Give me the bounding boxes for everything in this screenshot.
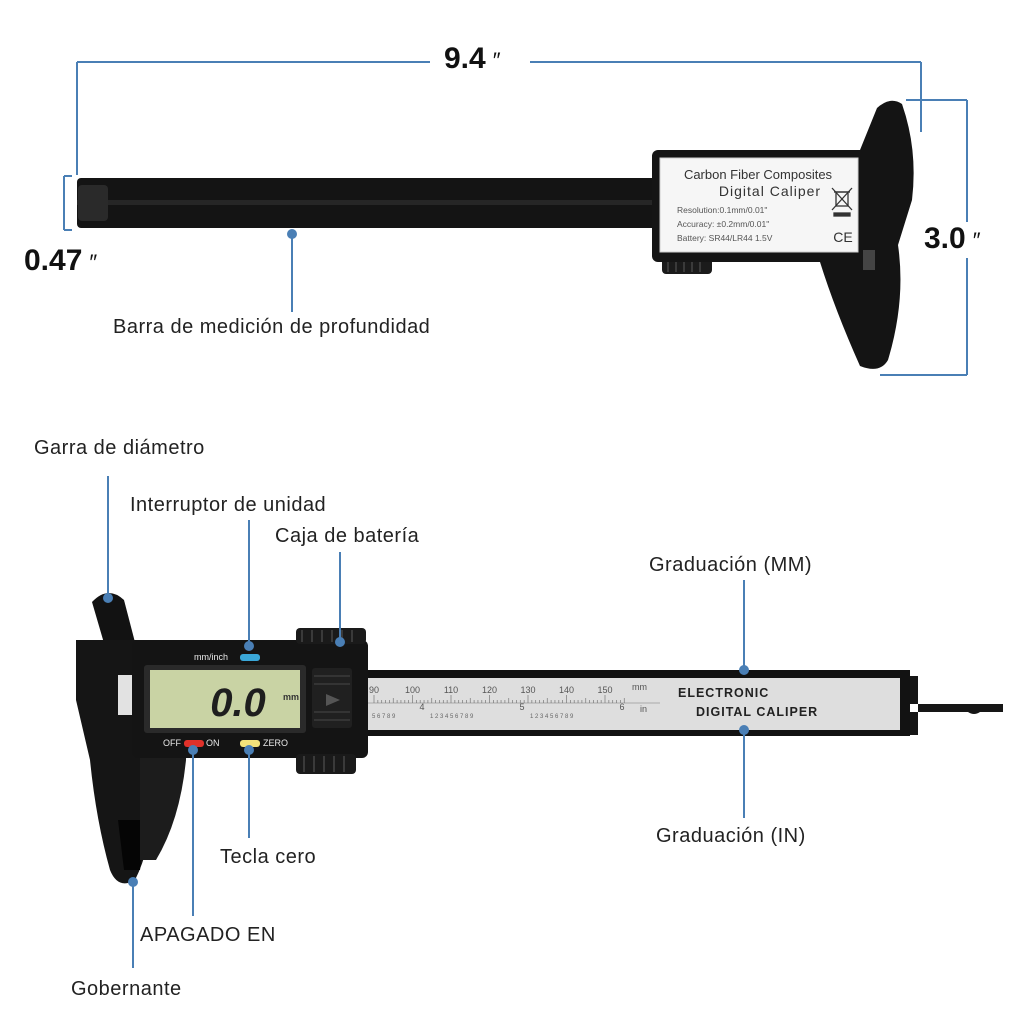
ce-mark: CE	[833, 229, 852, 245]
spec-battery: Battery: SR44/LR44 1.5V	[677, 233, 773, 243]
depth-width-bracket	[63, 175, 72, 231]
mm-tick-label: 120	[482, 685, 497, 695]
callout-lines	[107, 476, 745, 968]
mm-tick-label: 150	[597, 685, 612, 695]
in-tick-label: 5	[519, 702, 524, 712]
lcd-reading: 0.0	[210, 681, 266, 725]
in-unit-mark: in	[640, 704, 647, 714]
in-subdivision-digits: 1 2 3 4 5 6 7 8 9	[530, 714, 574, 720]
in-tick-marks: 4 5 6 5 6 7 8 9 1 2 3 4 5 6 7 8 9 1 2 3 4 5 6…	[372, 702, 625, 720]
callout-dots	[103, 593, 749, 887]
recycle-bin-icon	[831, 187, 853, 217]
callout-ruler: Gobernante	[71, 978, 182, 1000]
on-label: ON	[206, 738, 220, 748]
mm-unit-mark: mm	[632, 682, 647, 692]
unit-switch-label: mm/inch	[194, 652, 228, 662]
mm-tick-label: 90	[369, 685, 379, 695]
lcd-screen	[150, 670, 300, 728]
in-tick-label: 4	[419, 702, 424, 712]
spec-label-line2: Digital Caliper	[719, 183, 821, 199]
arrow-icon	[326, 694, 340, 706]
spec-label-line1: Carbon Fiber Composites	[684, 167, 833, 182]
zero-label: ZERO	[263, 738, 288, 748]
callout-mm-graduation: Graduación (MM)	[649, 554, 813, 576]
zero-button[interactable]	[240, 740, 260, 747]
unit-switch-button[interactable]	[240, 654, 260, 661]
mm-tick-label: 100	[405, 685, 420, 695]
off-label: OFF	[163, 738, 181, 748]
spec-accuracy: Accuracy: ±0.2mm/0.01"	[677, 219, 769, 229]
callout-in-graduation: Graduación (IN)	[656, 825, 806, 847]
scale-plate	[368, 678, 900, 730]
spec-resolution: Resolution:0.1mm/0.01"	[677, 205, 767, 215]
length-dimension: 9.4″	[444, 42, 500, 75]
length-dimension-line	[76, 61, 922, 175]
spec-label	[659, 157, 859, 253]
power-button[interactable]	[184, 740, 204, 747]
lcd-unit: mm	[283, 692, 299, 702]
callout-diameter-jaw: Garra de diámetro	[34, 437, 205, 459]
callout-off-on: APAGADO EN	[140, 924, 276, 946]
mm-tick-label: 110	[444, 685, 458, 695]
callout-depth-bar: Barra de medición de profundidad	[113, 316, 431, 338]
mm-tick-label: 140	[559, 685, 574, 695]
height-dimension: 3.0″	[924, 222, 980, 255]
top-caliper-diagram: Carbon Fiber Composites Digital Caliper …	[63, 61, 968, 376]
mm-tick-marks: 90 100 110 120 130 140 150	[369, 685, 625, 703]
callout-zero-key: Tecla cero	[220, 846, 317, 868]
callout-unit-switch: Interruptor de unidad	[130, 494, 327, 516]
mm-tick-label: 130	[520, 685, 535, 695]
scale-title-line2: DIGITAL CALIPER	[696, 705, 818, 719]
depth-bar-callout-dot	[287, 229, 297, 239]
thumb-wheel	[296, 754, 356, 774]
in-subdivision-digits: 5 6 7 8 9	[372, 714, 396, 720]
callout-battery-box: Caja de batería	[275, 525, 420, 547]
in-subdivision-digits: 1 2 3 4 5 6 7 8 9	[430, 714, 474, 720]
scale-title-line1: ELECTRONIC	[678, 686, 769, 700]
bottom-caliper-diagram: 90 100 110 120 130 140 150 4 5 6 5 6 7 8 9 1 2 3 4…	[76, 476, 1003, 968]
battery-cover	[296, 628, 366, 644]
depth-rod	[905, 676, 1003, 735]
depth-width-dimension: 0.47″	[24, 244, 97, 277]
in-tick-label: 6	[619, 702, 624, 712]
height-dimension-line	[880, 99, 968, 376]
